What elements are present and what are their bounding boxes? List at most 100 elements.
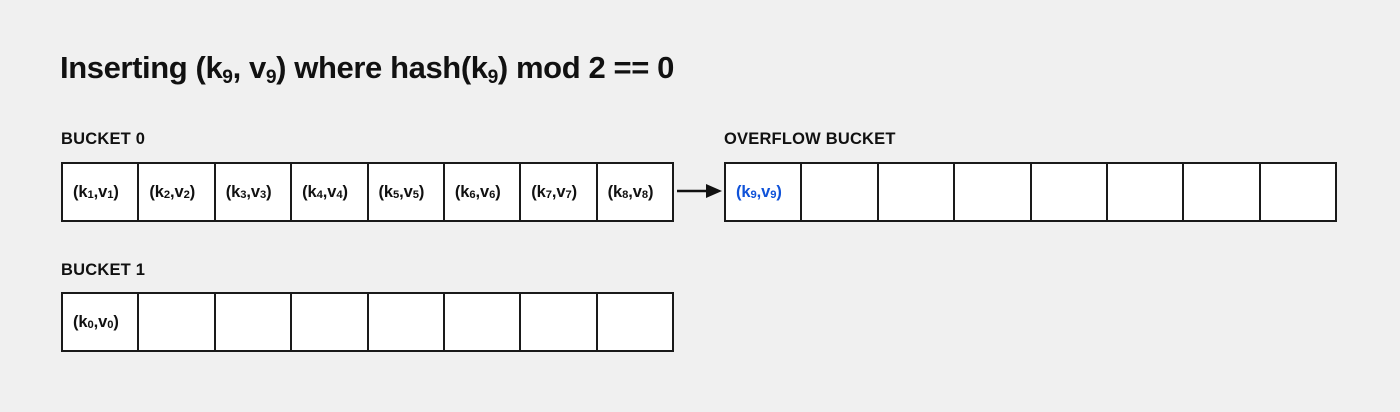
title-mid-1: , v — [232, 50, 267, 85]
cell-value-subscript: 9 — [770, 188, 777, 201]
cell-value: v — [250, 182, 260, 201]
bucket-cell-empty — [802, 164, 879, 220]
title-suffix: ) mod 2 == 0 — [497, 50, 675, 85]
cell-key-subscript: 6 — [469, 188, 476, 201]
bucket-cell-empty — [1031, 164, 1108, 220]
title-sub-3: 9 — [487, 66, 499, 88]
cell-comma: , — [756, 182, 762, 201]
bucket-cell-empty — [878, 164, 956, 220]
title-mid-2: ) where hash(k — [276, 50, 488, 85]
bucket-cell-empty — [215, 294, 293, 350]
bucket-cell-empty — [955, 164, 1032, 220]
cell-value-subscript: 5 — [412, 188, 419, 201]
cell-open-paren: ( — [73, 182, 79, 201]
bucket-cell-empty — [139, 294, 216, 350]
cell-key-subscript: 8 — [622, 188, 629, 201]
cell-close-paren: ) — [189, 182, 196, 201]
cell-open-paren: ( — [454, 182, 461, 201]
cell-key-subscript: 2 — [163, 188, 170, 201]
cell-open-paren: ( — [607, 182, 614, 201]
cell-open-paren: ( — [149, 182, 155, 201]
cell-value: v — [403, 182, 413, 201]
cell-key-subscript: 4 — [316, 188, 323, 201]
bucket-1-label: BUCKET 1 — [61, 261, 146, 279]
cell-key: k — [307, 182, 317, 201]
bucket-cell-empty — [292, 294, 369, 350]
bucket-cell-empty — [521, 294, 598, 350]
cell-value-subscript: 2 — [183, 188, 190, 201]
cell-value-subscript: 6 — [489, 188, 496, 201]
cell-comma: , — [170, 182, 175, 201]
page-title: Inserting (k9, v9) where hash(k9) mod 2 … — [60, 48, 674, 93]
cell-open-paren: ( — [302, 182, 308, 201]
cell-value: v — [761, 182, 771, 201]
cell-comma: , — [399, 182, 404, 201]
cell-key: k — [78, 312, 88, 331]
cell-open-paren: ( — [378, 182, 385, 201]
cell-open-paren: ( — [531, 182, 537, 201]
cell-close-paren: ) — [113, 182, 119, 201]
cell-close-paren: ) — [776, 182, 782, 201]
cell-key: k — [536, 182, 546, 201]
cell-key-subscript: 3 — [240, 188, 247, 201]
title-sub-2: 9 — [265, 66, 277, 88]
cell-key-subscript: 5 — [392, 188, 400, 201]
cell-comma: , — [475, 182, 481, 201]
cell-value: v — [479, 182, 490, 201]
cell-close-paren: ) — [571, 182, 578, 201]
cell-key-subscript: 7 — [545, 188, 552, 201]
cell-close-paren: ) — [266, 182, 272, 201]
cell-comma: , — [628, 182, 633, 201]
cell-key: k — [613, 182, 623, 201]
cell-key-subscript: 0 — [87, 318, 94, 331]
cell-close-paren: ) — [495, 182, 501, 201]
cell-comma: , — [93, 182, 99, 201]
bucket-cell-empty — [1107, 164, 1185, 220]
bucket-cell-empty — [444, 294, 522, 350]
cell-key: k — [154, 182, 164, 201]
cell-value-subscript: 3 — [259, 188, 267, 201]
cell-value-subscript: 0 — [107, 318, 114, 331]
overflow-arrow-icon — [677, 184, 722, 198]
cell-value-subscript: 1 — [107, 188, 114, 201]
cell-comma: , — [551, 182, 557, 201]
cell-value: v — [98, 312, 108, 331]
cell-close-paren: ) — [113, 312, 119, 331]
cell-key-subscript: 1 — [87, 188, 94, 201]
title-prefix: Inserting (k — [60, 50, 223, 85]
cell-value: v — [174, 182, 184, 201]
cell-open-paren: ( — [736, 182, 742, 201]
overflow-bucket-label: OVERFLOW BUCKET — [724, 130, 896, 148]
cell-value: v — [556, 182, 566, 201]
cell-key: k — [231, 182, 241, 201]
cell-value: v — [327, 182, 337, 201]
cell-key: k — [78, 182, 88, 201]
cell-key-subscript: 9 — [750, 188, 757, 201]
cell-value-subscript: 8 — [641, 188, 648, 201]
cell-comma: , — [93, 312, 99, 331]
bucket-cell-empty — [1184, 164, 1261, 220]
cell-comma: , — [322, 182, 328, 201]
cell-comma: , — [246, 182, 251, 201]
cell-close-paren: ) — [647, 182, 654, 201]
bucket-cell-empty — [597, 294, 672, 350]
cell-open-paren: ( — [73, 312, 79, 331]
bucket-cell-empty — [1260, 164, 1335, 220]
cell-key: k — [741, 182, 751, 201]
cell-value: v — [98, 182, 108, 201]
cell-key: k — [383, 182, 393, 201]
cell-key: k — [460, 182, 470, 201]
bucket-cell-empty — [368, 294, 445, 350]
